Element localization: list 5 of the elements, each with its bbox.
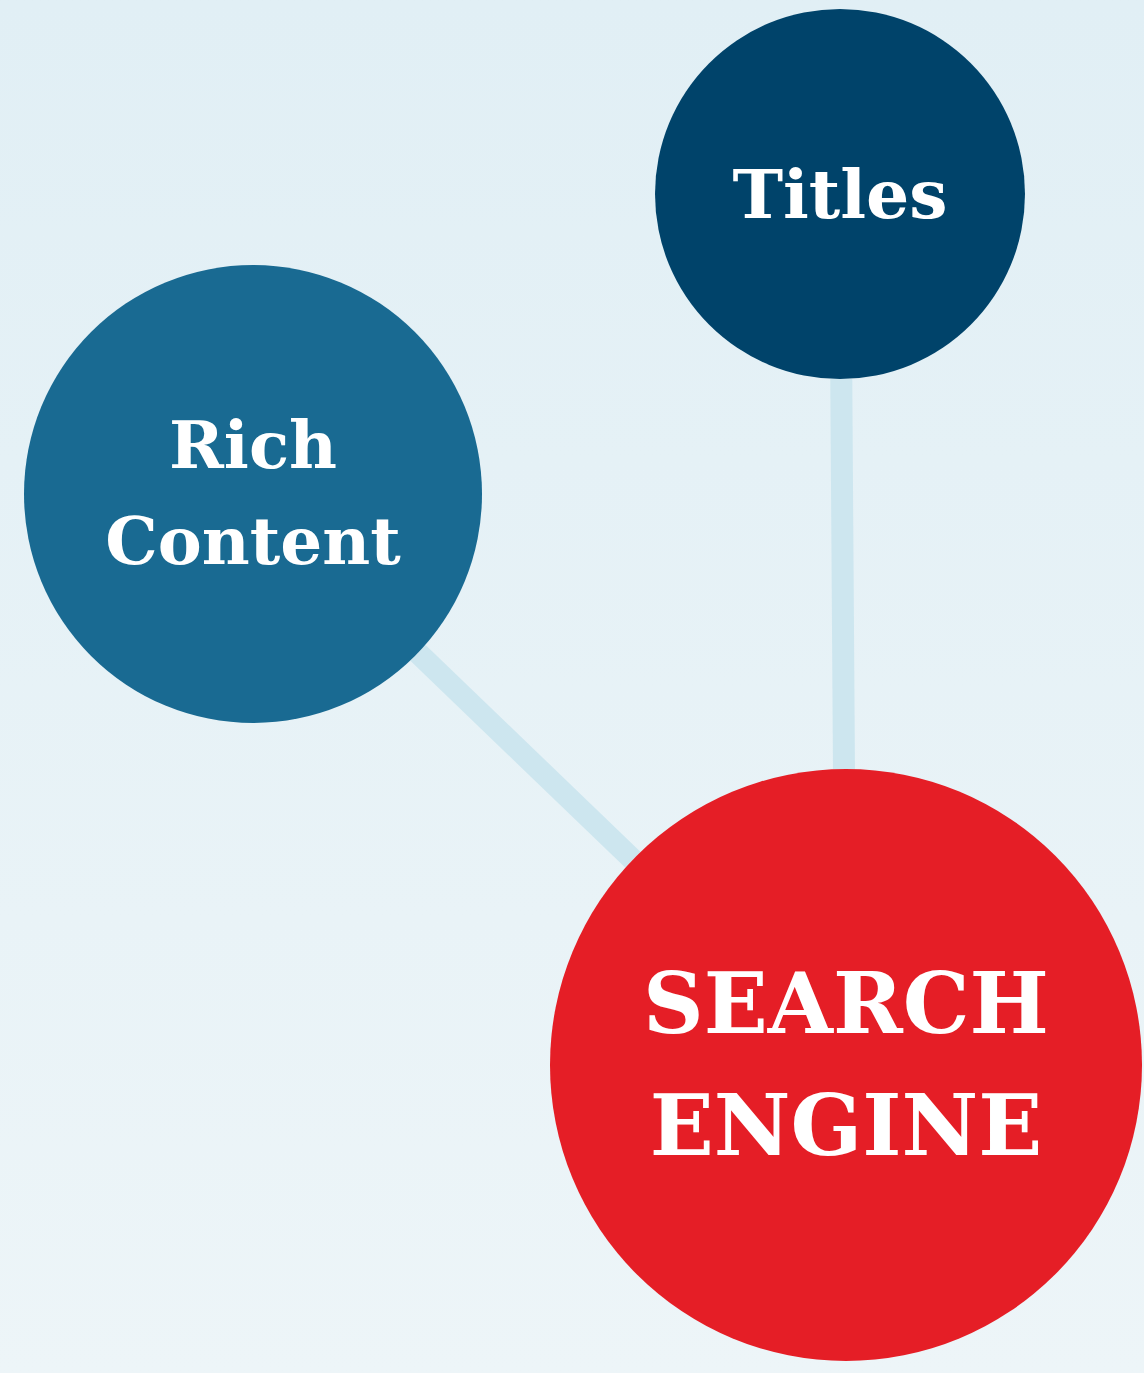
connector-line: [410, 644, 641, 868]
connector-line: [830, 378, 855, 770]
node-label: SEARCH ENGINE: [642, 953, 1050, 1177]
node-label: Titles: [731, 152, 949, 236]
node-label: Rich Content: [104, 405, 402, 582]
